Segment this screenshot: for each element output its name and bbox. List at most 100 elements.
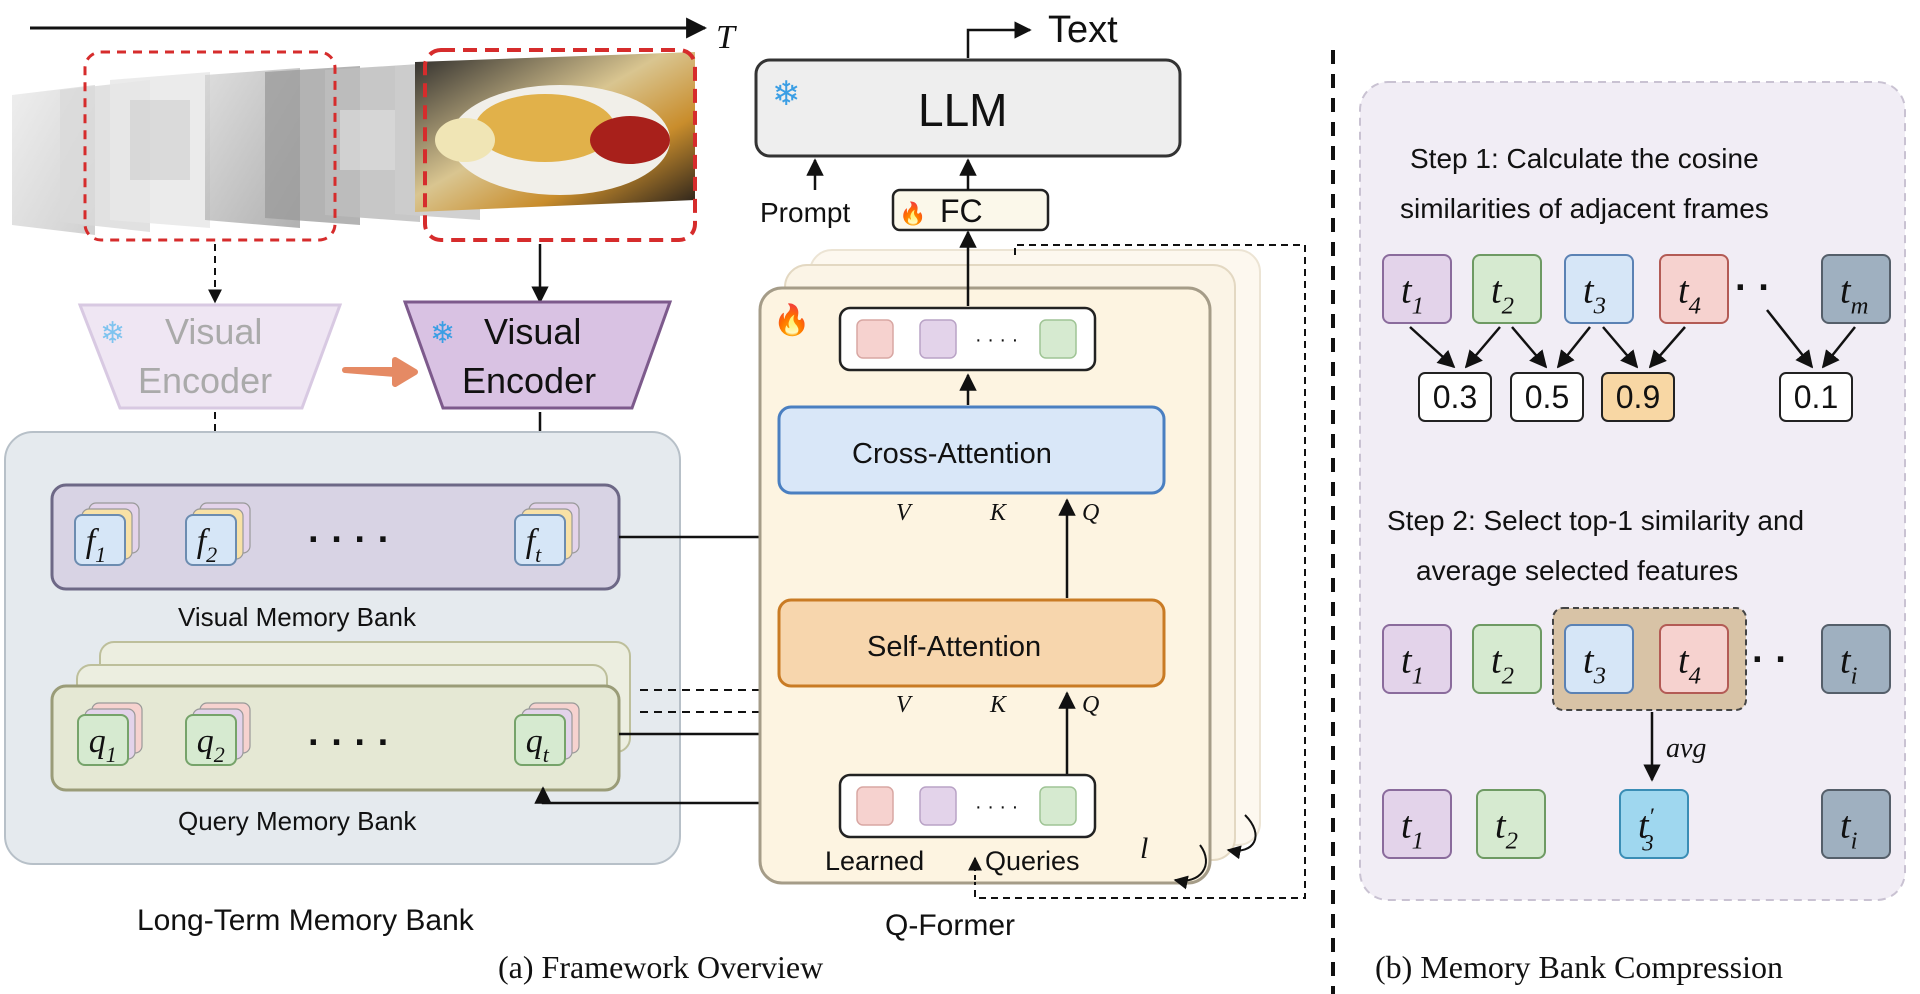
svg-text:Step 1: Calculate the cosine: Step 1: Calculate the cosine <box>1410 143 1759 174</box>
frame-selection-past <box>83 50 337 242</box>
frame-token-2-label: t2 <box>1491 269 1514 319</box>
similarity-arrows <box>1409 309 1856 369</box>
query-memory-item-2-label: q2 <box>197 723 225 767</box>
timeline: T <box>30 17 737 56</box>
similarity-score-1: 0.3 <box>1418 372 1492 422</box>
snowflake-icon: ❄ <box>100 317 125 350</box>
svg-text:· · · ·: · · · · <box>975 796 1018 818</box>
compressed-token-i-label: ti <box>1840 804 1858 854</box>
frame-selection-current <box>423 48 697 242</box>
output-query-tokens <box>838 306 1097 372</box>
snowflake-icon: ❄ <box>430 317 455 350</box>
compressed-token-2-label: t2 <box>1495 804 1518 854</box>
fire-icon: 🔥 <box>773 302 810 337</box>
step2-token-2-label: t2 <box>1491 639 1514 689</box>
timeline-label: T <box>716 19 737 56</box>
svg-text:0.5: 0.5 <box>1525 379 1569 415</box>
svg-text:Encoder: Encoder <box>462 360 596 401</box>
query-memory-item-2: q2 <box>185 702 251 767</box>
svg-text:0.1: 0.1 <box>1794 379 1838 415</box>
prompt-label: Prompt <box>760 197 850 228</box>
self-attention-block <box>777 598 1166 688</box>
visual-memory-item-1: f1 <box>74 502 140 567</box>
frame-token-1: t1 <box>1382 254 1452 324</box>
step2-token-1-label: t1 <box>1401 639 1424 689</box>
svg-text:Step 2: Select top-1 similarit: Step 2: Select top-1 similarity and <box>1387 505 1804 536</box>
svg-text:K: K <box>989 692 1008 718</box>
step2-token-4: t4 <box>1659 624 1729 694</box>
svg-text:Queries: Queries <box>985 846 1080 876</box>
step2-token-2: t2 <box>1472 624 1542 694</box>
svg-text:Learned: Learned <box>825 846 924 876</box>
transition-arrow <box>342 357 418 387</box>
learned-queries <box>838 773 1097 839</box>
svg-text:V: V <box>896 692 913 718</box>
q-former: 🔥 Q-Former l · · · · Cross-Attention V K… <box>758 249 1261 942</box>
similarity-score-3: 0.9 <box>1601 372 1675 422</box>
query-memory-bank-label: Query Memory Bank <box>178 806 417 836</box>
cross-attention-block <box>777 405 1166 495</box>
frame-token-m-label: tm <box>1840 269 1868 319</box>
compressed-token-3-prime: t′3 <box>1619 789 1689 859</box>
caption-framework-overview: (a) Framework Overview <box>498 949 823 985</box>
svg-text:0.3: 0.3 <box>1433 379 1477 415</box>
svg-text:Self-Attention: Self-Attention <box>867 631 1041 663</box>
step2-token-3-label: t3 <box>1583 639 1606 689</box>
layer-label: l <box>1140 832 1148 865</box>
compressed-token-i: ti <box>1821 789 1891 859</box>
frame-token-1-label: t1 <box>1401 269 1424 319</box>
frame-token-2: t2 <box>1472 254 1542 324</box>
frame-token-3-label: t3 <box>1583 269 1606 319</box>
svg-text:0.9: 0.9 <box>1616 379 1660 415</box>
fc-block <box>891 188 1050 232</box>
step2-token-i-label: ti <box>1840 639 1858 689</box>
svg-text:similarities of adjacent frame: similarities of adjacent frames <box>1400 193 1769 224</box>
svg-text:· · · ·: · · · · <box>308 722 390 764</box>
memory-chips: f1 f2 ft q1 q2 qt <box>74 502 580 767</box>
svg-text:· ·: · · <box>1735 267 1771 309</box>
step2-token-4-label: t4 <box>1678 639 1701 689</box>
video-frames <box>12 48 697 242</box>
frame-token-3: t3 <box>1564 254 1634 324</box>
frame-token-m: tm <box>1821 254 1891 324</box>
svg-text:average selected features: average selected features <box>1416 555 1738 586</box>
avg-label: avg <box>1666 733 1706 764</box>
step2-token-3: t3 <box>1564 624 1634 694</box>
caption-memory-bank-compression: (b) Memory Bank Compression <box>1375 949 1783 985</box>
svg-text:Encoder: Encoder <box>138 360 272 401</box>
similarity-score-4: 0.1 <box>1779 372 1853 422</box>
llm-label: LLM <box>918 84 1007 136</box>
svg-text:Visual: Visual <box>165 311 262 352</box>
compressed-token-1-label: t1 <box>1401 804 1424 854</box>
query-memory-item-1: q1 <box>77 702 143 767</box>
svg-text:K: K <box>989 500 1008 526</box>
svg-text:Visual: Visual <box>484 311 581 352</box>
q-former-label: Q-Former <box>885 909 1015 942</box>
fc-label: FC <box>940 193 983 229</box>
query-memory-item-3-label: qt <box>526 723 550 767</box>
svg-text:V: V <box>896 500 913 526</box>
frame-token-4-label: t4 <box>1678 269 1701 319</box>
frame-token-4: t4 <box>1659 254 1729 324</box>
compressed-token-1: t1 <box>1382 789 1452 859</box>
svg-text:Q: Q <box>1082 692 1099 718</box>
svg-text:· · · ·: · · · · <box>975 329 1018 351</box>
visual-memory-item-3: ft <box>514 502 580 567</box>
similarity-score-2: 0.5 <box>1510 372 1584 422</box>
compressed-token-2: t2 <box>1476 789 1546 859</box>
svg-text:Cross-Attention: Cross-Attention <box>852 438 1052 470</box>
step2-token-i: ti <box>1821 624 1891 694</box>
long-term-memory-bank-label: Long-Term Memory Bank <box>137 904 475 937</box>
visual-encoder-active: ❄ Visual Encoder <box>402 300 673 410</box>
step2-token-1: t1 <box>1382 624 1452 694</box>
compression-chips: t1 t2 t3 t4 tm · · 0.3 0.5 0.9 0.1 t1 t2 t3 t4 ti · · t1… <box>1382 254 1891 859</box>
llm-block <box>754 58 1182 158</box>
svg-text:· · · ·: · · · · <box>308 519 390 561</box>
visual-memory-item-2: f2 <box>185 502 251 567</box>
svg-text:Q: Q <box>1082 500 1099 526</box>
svg-text:· ·: · · <box>1752 639 1788 681</box>
compressed-token-3-prime-label: t′3 <box>1638 804 1655 856</box>
visual-encoder-faded: ❄ Visual Encoder <box>77 303 343 410</box>
query-memory-item-1-label: q1 <box>89 723 117 767</box>
